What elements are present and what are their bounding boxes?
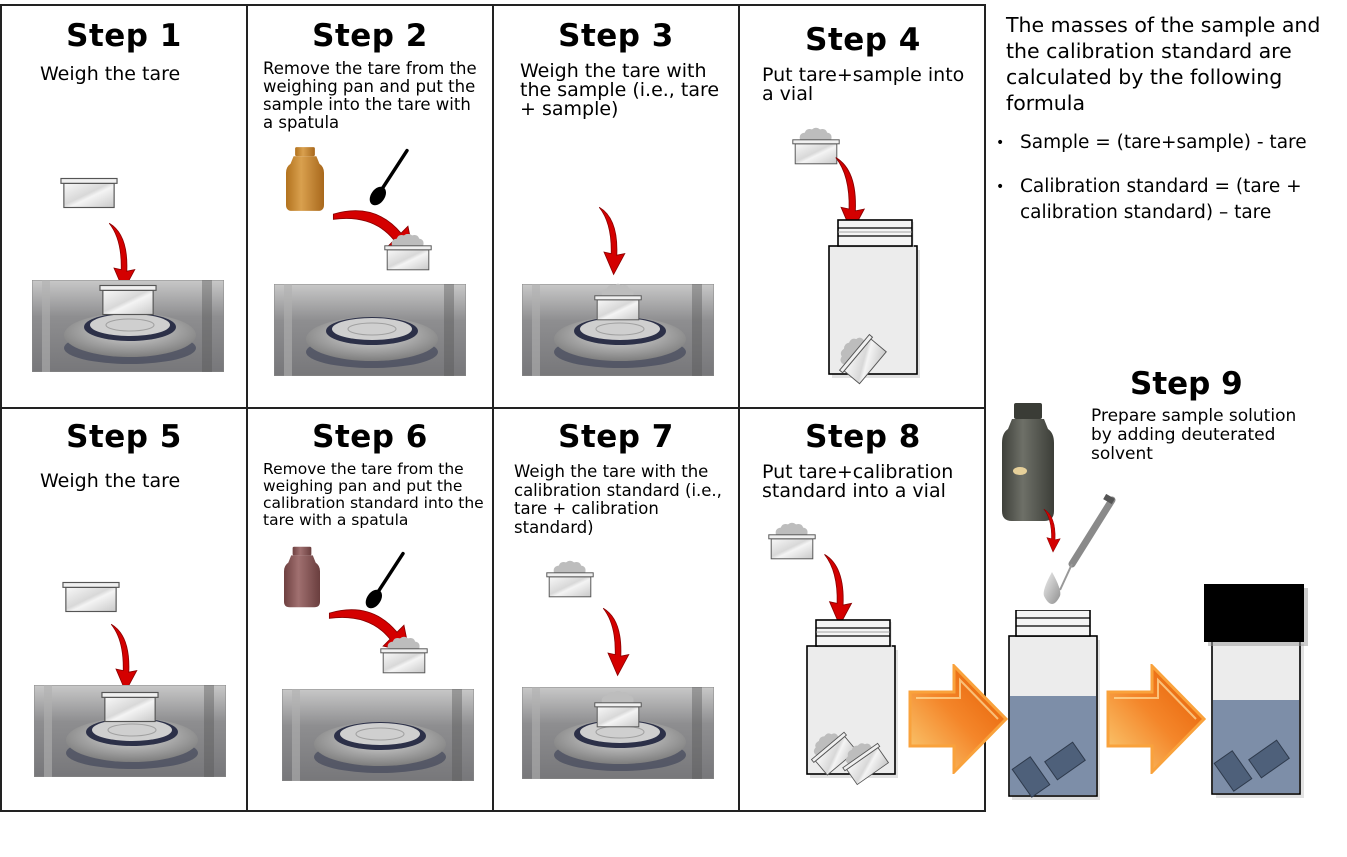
- tare-with-sample-icon: [384, 234, 432, 272]
- solvent-bottle-icon: [1002, 403, 1054, 521]
- vial-with-solution-icon: [1008, 610, 1100, 800]
- bullet-icon: •: [996, 179, 1005, 195]
- step-1-panel: Step 1 Weigh the tare: [2, 6, 248, 409]
- pipette-icon: [1059, 494, 1116, 591]
- formula-item-text: Calibration standard = (tare + calibrati…: [1020, 176, 1302, 223]
- formula-list: • Sample = (tare+sample) - tare • Calibrat…: [996, 130, 1336, 226]
- step-title: Step 3: [558, 18, 674, 54]
- droplet-icon: [1043, 572, 1061, 604]
- step-title: Step 2: [312, 18, 428, 54]
- step-9-title: Step 9: [1130, 366, 1243, 402]
- step-3-panel: Step 3 Weigh the tare with the sample (i…: [494, 6, 740, 409]
- reagent-bottle-icon: [284, 535, 320, 619]
- red-arrow-icon: [106, 621, 142, 693]
- tare-with-sample-icon: [594, 689, 642, 731]
- tare-container-icon: [101, 691, 159, 723]
- procedure-grid: Step 1 Weigh the tare Step 2 Remove the …: [0, 4, 986, 812]
- tare-container-icon: [62, 581, 120, 613]
- step-description: Remove the tare from the weighing pan an…: [263, 460, 484, 529]
- step-title: Step 7: [558, 419, 674, 455]
- step-4-panel: Step 4 Put tare+sample into a vial: [740, 6, 986, 409]
- flow-arrow-icon: [908, 664, 1008, 774]
- red-arrow-icon: [598, 605, 634, 677]
- formula-item-text: Sample = (tare+sample) - tare: [1020, 132, 1307, 153]
- reagent-bottle-icon: [286, 143, 324, 215]
- formula-section: The masses of the sample and the calibra…: [996, 12, 1336, 244]
- step-7-panel: Step 7 Weigh the tare with the calibrati…: [494, 409, 740, 812]
- step-title: Step 5: [66, 419, 182, 455]
- spatula-icon: [364, 148, 414, 208]
- step-description: Put tare+calibration standard into a via…: [762, 461, 954, 502]
- tare-container-icon: [99, 284, 157, 316]
- formula-intro: The masses of the sample and the calibra…: [1006, 13, 1321, 115]
- step-5-panel: Step 5 Weigh the tare: [2, 409, 248, 812]
- step-description: Weigh the tare: [40, 63, 181, 85]
- tare-with-sample-icon: [546, 559, 594, 601]
- step-description: Weigh the tare: [40, 470, 181, 492]
- step-title: Step 8: [805, 419, 921, 455]
- step-2-panel: Step 2 Remove the tare from the weighing…: [248, 6, 494, 409]
- tare-with-sample-icon: [380, 635, 428, 677]
- step-description: Weigh the tare with the sample (i.e., ta…: [520, 60, 720, 120]
- formula-item: • Sample = (tare+sample) - tare: [996, 130, 1336, 156]
- formula-item: • Calibration standard = (tare + calibrat…: [996, 174, 1336, 226]
- tare-with-sample-icon: [594, 282, 642, 324]
- step-title: Step 1: [66, 18, 182, 54]
- step-9-description: Prepare sample solution by adding deuter…: [1091, 406, 1297, 464]
- tare-container-icon: [60, 177, 118, 209]
- step-description: Remove the tare from the weighing pan an…: [263, 59, 477, 132]
- flow-arrow-icon: [1106, 664, 1206, 774]
- red-arrow-icon: [594, 204, 630, 276]
- balance-pan-icon: [274, 284, 466, 376]
- bullet-icon: •: [996, 135, 1005, 151]
- step-title: Step 6: [312, 419, 428, 455]
- step-description: Put tare+sample into a vial: [762, 64, 965, 105]
- balance-pan-icon: [282, 689, 474, 781]
- step-8-panel: Step 8 Put tare+calibration standard int…: [740, 409, 986, 812]
- capped-vial-icon: [1204, 584, 1308, 798]
- step-description: Weigh the tare with the calibration stan…: [514, 462, 722, 537]
- step-title: Step 4: [805, 22, 921, 58]
- step-6-panel: Step 6 Remove the tare from the weighing…: [248, 409, 494, 812]
- tare-with-sample-icon: [768, 521, 816, 563]
